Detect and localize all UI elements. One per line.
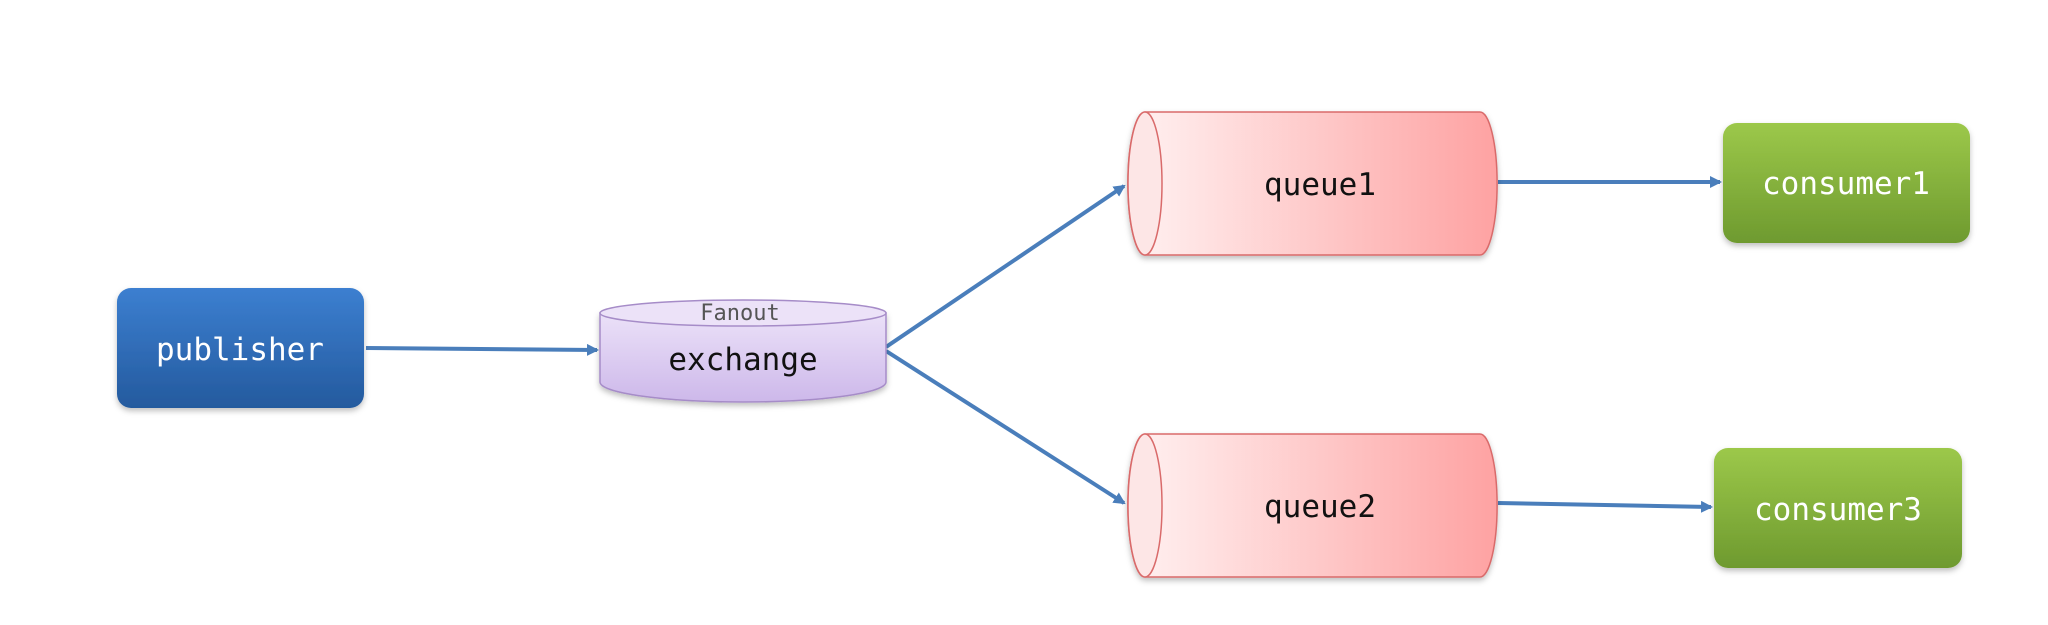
edges bbox=[365, 176, 1722, 513]
queue1-node: queue1 bbox=[1127, 111, 1498, 256]
edge-exchange-queue1 bbox=[884, 184, 1126, 349]
queue1-label: queue1 bbox=[1264, 167, 1376, 203]
edge-exchange-queue2 bbox=[884, 349, 1126, 505]
consumer3-node: consumer3 bbox=[1714, 448, 1962, 568]
publisher-label: publisher bbox=[156, 332, 324, 368]
edge-publisher-exchange bbox=[365, 343, 599, 356]
edge-queue2-consumer3 bbox=[1497, 500, 1713, 513]
consumer3-label: consumer3 bbox=[1754, 492, 1922, 528]
queue2-label: queue2 bbox=[1264, 489, 1376, 525]
exchange-label: exchange bbox=[668, 342, 817, 378]
exchange-node: Fanout exchange bbox=[599, 299, 887, 403]
consumer1-node: consumer1 bbox=[1723, 123, 1970, 243]
publisher-node: publisher bbox=[117, 288, 364, 408]
exchange-type-label: Fanout bbox=[700, 301, 779, 326]
queue2-node: queue2 bbox=[1127, 433, 1498, 578]
consumer1-label: consumer1 bbox=[1762, 166, 1930, 202]
